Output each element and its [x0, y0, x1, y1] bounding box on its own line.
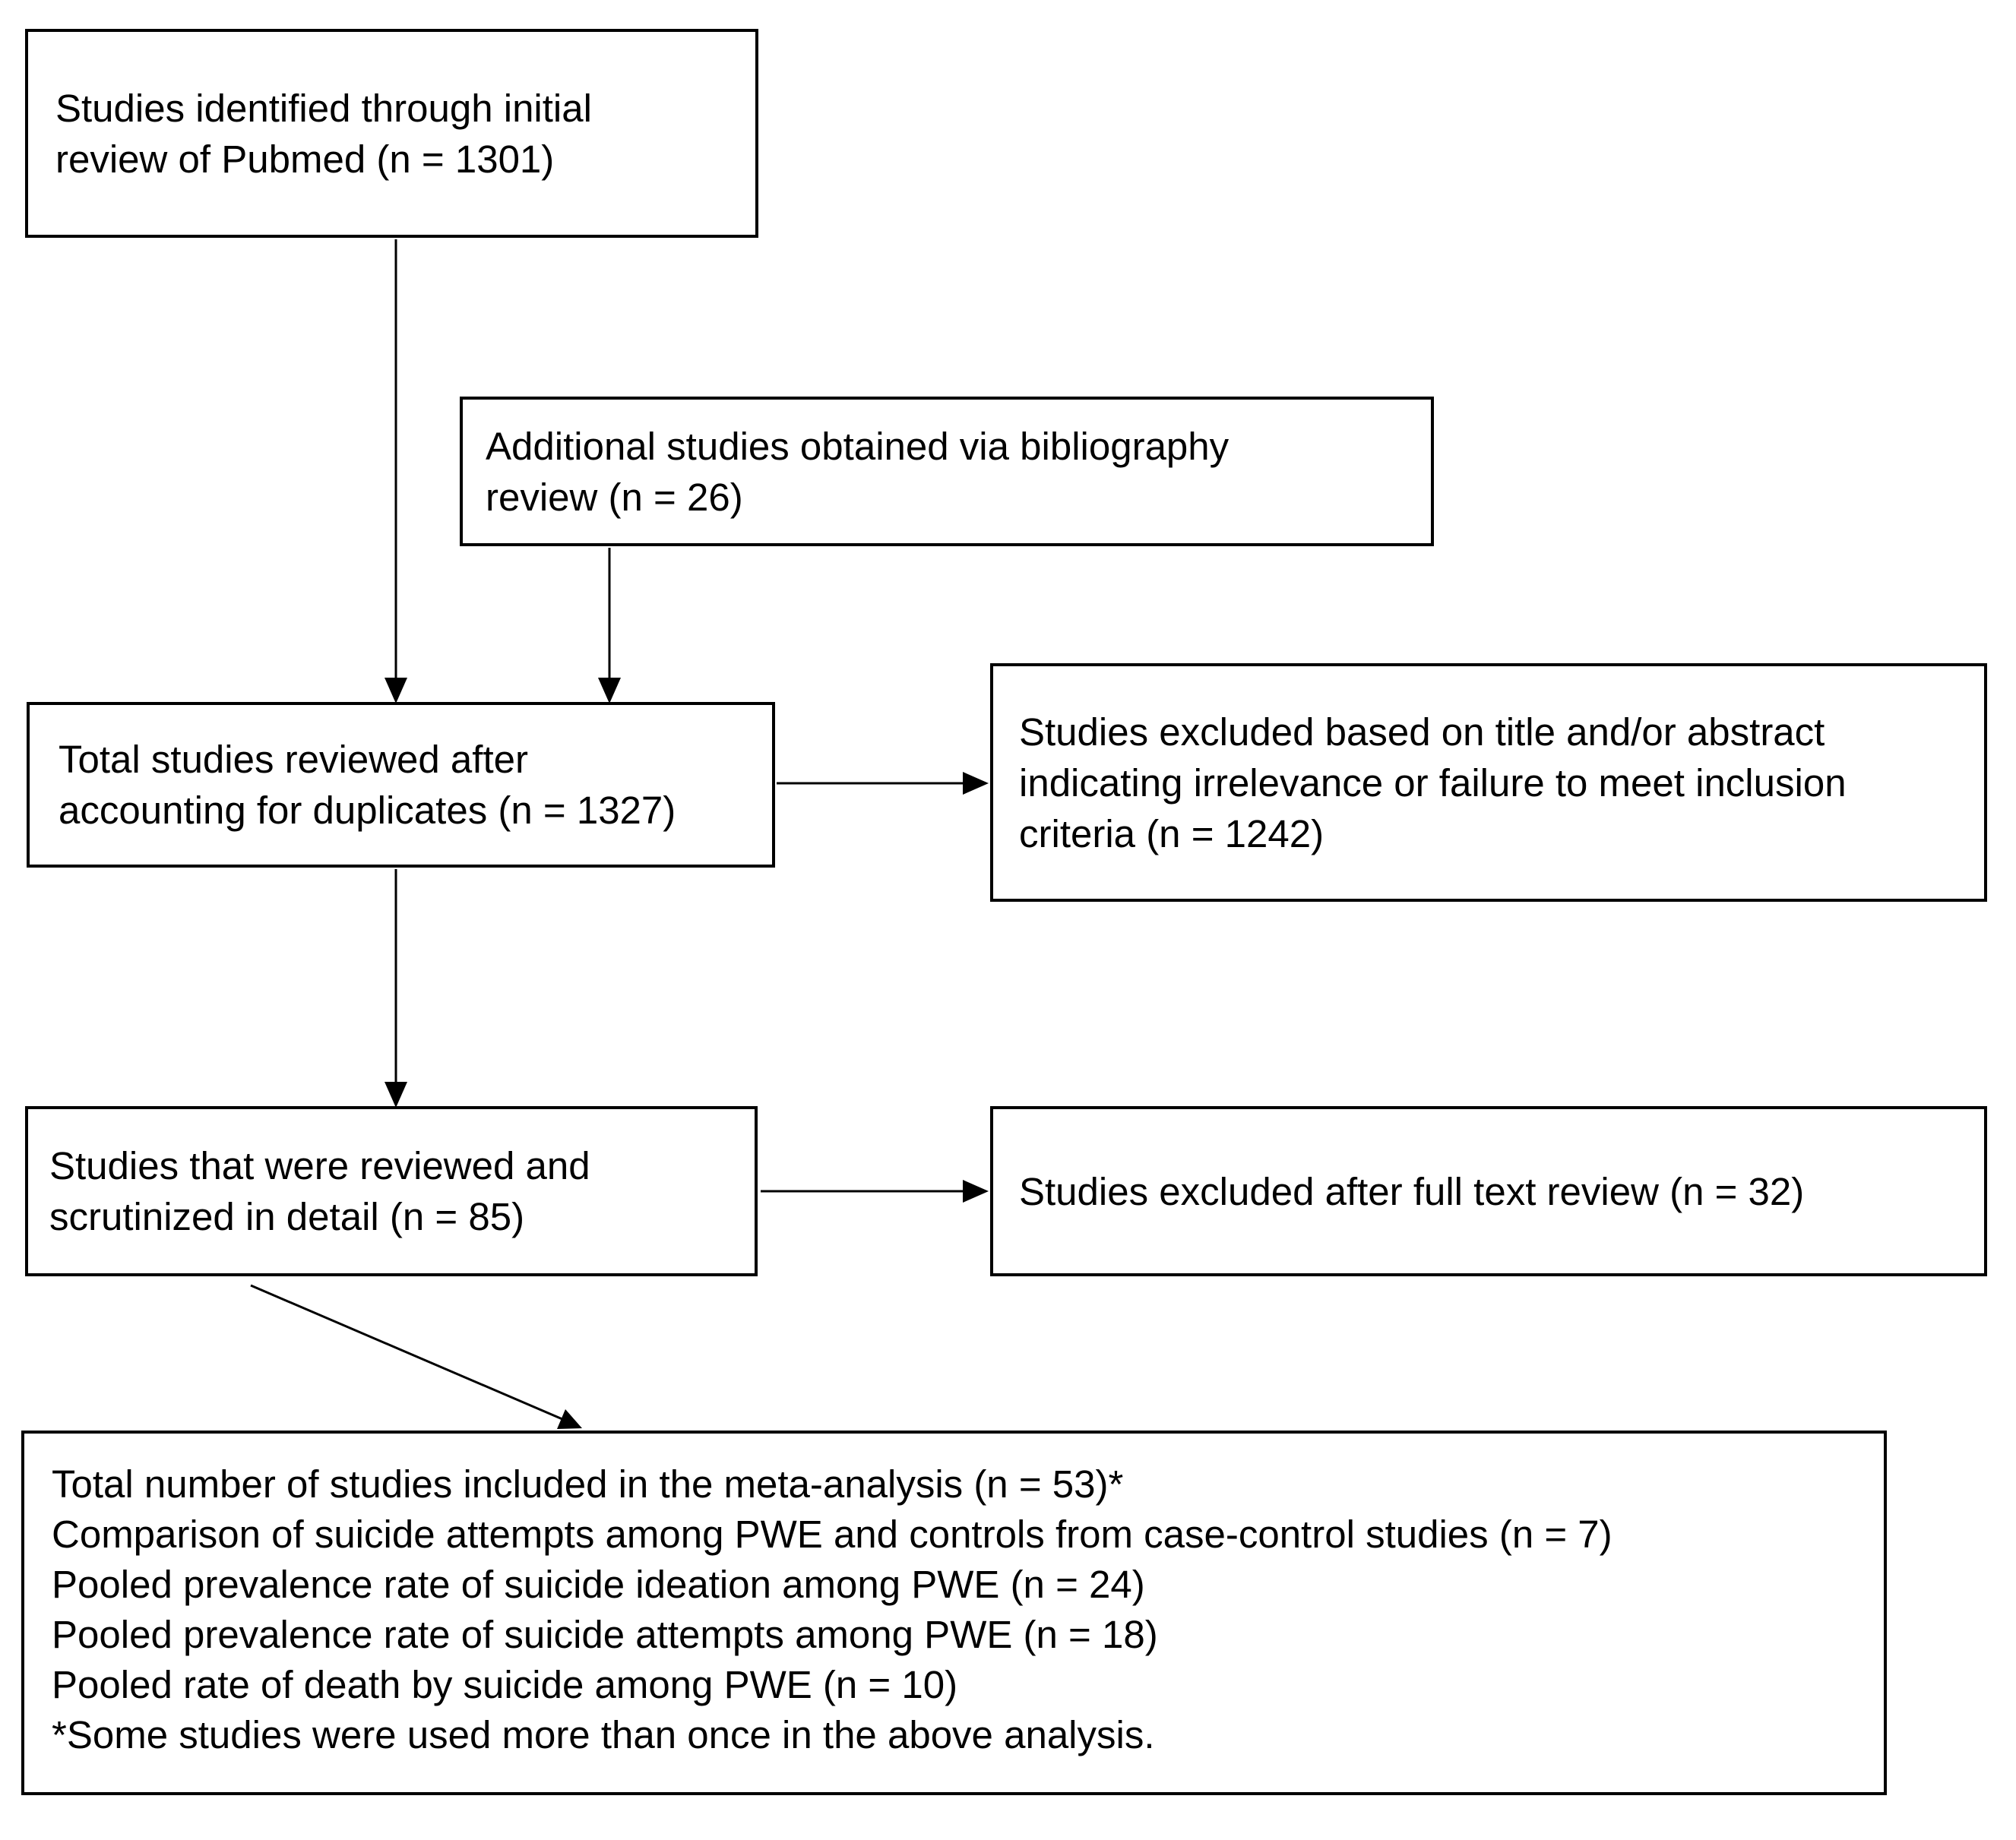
- box-studies-identified: Studies identified through initial revie…: [25, 29, 758, 238]
- box-reviewed-in-detail-line2: scrutinized in detail (n = 85): [49, 1195, 525, 1238]
- box-included-line4: Pooled prevalence rate of suicide attemp…: [52, 1613, 1158, 1656]
- box-additional-bibliography: Additional studies obtained via bibliogr…: [460, 397, 1434, 546]
- arrowhead-detail-to-included: [557, 1409, 582, 1429]
- box-excluded-fulltext: Studies excluded after full text review …: [990, 1106, 1987, 1276]
- box-included-meta-analysis: Total number of studies included in the …: [21, 1431, 1887, 1795]
- box-excluded-title-abstract: Studies excluded based on title and/or a…: [990, 663, 1987, 902]
- box-additional-bibliography-line1: Additional studies obtained via bibliogr…: [486, 424, 1230, 468]
- box-total-reviewed: Total studies reviewed after accounting …: [27, 702, 775, 868]
- box-excluded-title-abstract-line1: Studies excluded based on title and/or a…: [1019, 710, 1825, 754]
- arrowhead-bibliography-to-total: [598, 678, 621, 703]
- connector-detail-to-included: [250, 1284, 563, 1421]
- box-excluded-title-abstract-line3: criteria (n = 1242): [1019, 811, 1324, 855]
- arrowhead-total-to-detail: [385, 1082, 407, 1108]
- box-excluded-fulltext-line1: Studies excluded after full text review …: [1019, 1169, 1805, 1213]
- box-included-line2: Comparison of suicide attempts among PWE…: [52, 1513, 1612, 1556]
- box-studies-identified-line2: review of Pubmed (n = 1301): [55, 137, 555, 181]
- box-total-reviewed-line1: Total studies reviewed after: [59, 738, 528, 781]
- box-excluded-title-abstract-line2: indicating irrelevance or failure to mee…: [1019, 760, 1847, 805]
- box-included-line5: Pooled rate of death by suicide among PW…: [52, 1663, 958, 1706]
- box-studies-identified-line1: Studies identified through initial: [55, 86, 592, 130]
- box-total-reviewed-line2: accounting for duplicates (n = 1327): [59, 789, 676, 832]
- box-additional-bibliography-line2: review (n = 26): [486, 475, 743, 519]
- box-included-line3: Pooled prevalence rate of suicide ideati…: [52, 1563, 1145, 1606]
- box-included-line1: Total number of studies included in the …: [52, 1462, 1124, 1506]
- arrowhead-identified-to-total: [385, 678, 407, 703]
- box-reviewed-in-detail-line1: Studies that were reviewed and: [49, 1144, 590, 1187]
- arrowhead-detail-to-excluded-fulltext: [963, 1180, 989, 1203]
- box-included-line6: *Some studies were used more than once i…: [52, 1713, 1155, 1756]
- arrowhead-total-to-excluded-abstract: [963, 772, 989, 795]
- box-reviewed-in-detail: Studies that were reviewed and scrutiniz…: [25, 1106, 758, 1276]
